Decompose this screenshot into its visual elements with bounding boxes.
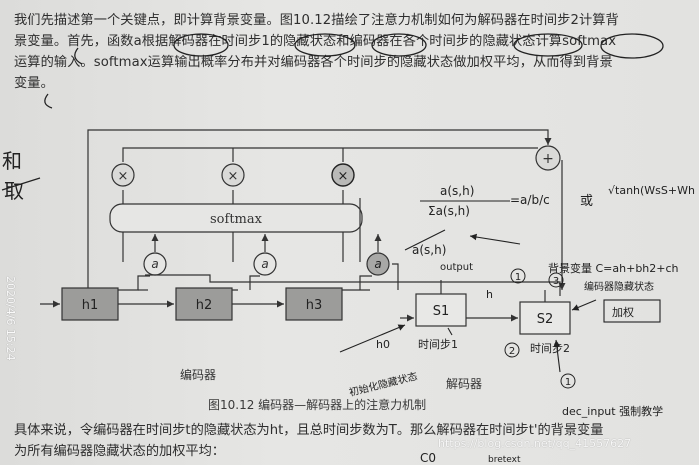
- svg-text:bretext: bretext: [488, 455, 521, 465]
- h3-label: h3: [306, 298, 323, 313]
- h2-label: h2: [196, 298, 213, 313]
- svg-text:×: ×: [338, 169, 349, 184]
- svg-text:取: 取: [4, 179, 24, 203]
- svg-text:背景变量 C=ah+bh2+ch: 背景变量 C=ah+bh2+ch: [548, 261, 679, 275]
- svg-text:2: 2: [509, 346, 515, 357]
- paragraph-line: 变量。: [14, 76, 54, 91]
- svg-text:时间步1: 时间步1: [418, 338, 458, 351]
- svg-text:和: 和: [2, 149, 22, 173]
- encoder-label: 编码器: [180, 367, 216, 382]
- a-label: a: [261, 257, 268, 271]
- svg-text:=a/b/c: =a/b/c: [510, 193, 550, 207]
- svg-text:dec_input 强制教学: dec_input 强制教学: [562, 404, 663, 418]
- paragraph-line: 运算的输入。softmax运算输出概率分布并对编码器各个时间步的隐藏状态做加权平…: [14, 55, 613, 70]
- svg-text:h0: h0: [376, 338, 390, 351]
- paragraph-line: 具体来说，令编码器在时间步t的隐藏状态为ht，且总时间步数为T。那么解码器在时间…: [14, 423, 604, 438]
- svg-text:时间步2: 时间步2: [530, 342, 570, 355]
- encoder-states: [61, 287, 343, 321]
- plus-icon: +: [542, 151, 554, 167]
- svg-text:√tanh(WsS+Wh h): √tanh(WsS+Wh h): [608, 184, 699, 197]
- score-function-nodes: [143, 234, 390, 276]
- decoder-states: [415, 293, 571, 335]
- svg-text:编码器隐藏状态: 编码器隐藏状态: [584, 280, 654, 293]
- svg-text:Σa(s,h): Σa(s,h): [428, 204, 470, 218]
- a-label: a: [374, 257, 381, 271]
- paragraph-line: 为所有编码器隐藏状态的加权平均：: [14, 444, 225, 459]
- svg-text:a(s,h): a(s,h): [440, 184, 474, 198]
- softmax-box: [109, 203, 363, 233]
- svg-text:或: 或: [580, 194, 593, 209]
- svg-text:h: h: [486, 288, 493, 301]
- svg-text:×: ×: [228, 169, 239, 184]
- multiply-nodes: × × ×: [111, 163, 355, 187]
- svg-text:C0: C0: [420, 451, 436, 465]
- a-label: a: [151, 257, 158, 271]
- text-highlight-circles: [44, 33, 664, 109]
- decoder-label: 解码器: [446, 377, 482, 391]
- svg-text:×: ×: [118, 169, 129, 184]
- paragraph-line: 景变量。首先，函数a根据解码器在时间步1的隐藏状态和编码器在各个时间步的隐藏状态…: [14, 34, 617, 49]
- svg-text:3: 3: [553, 276, 559, 287]
- svg-text:1: 1: [515, 272, 521, 283]
- s2-label: S2: [537, 312, 554, 327]
- intro-paragraph: 我们先描述第一个关键点，即计算背景变量。图10.12描绘了注意力机制如何为解码器…: [14, 10, 694, 94]
- plus-node: [535, 145, 561, 171]
- figure-caption: 图10.12 编码器—解码器上的注意力机制: [208, 398, 427, 412]
- s1-label: S1: [433, 304, 450, 319]
- svg-text:output: output: [440, 262, 473, 273]
- softmax-label: softmax: [210, 212, 263, 227]
- h1-label: h1: [82, 298, 99, 313]
- paragraph-line: 我们先描述第一个关键点，即计算背景变量。图10.12描绘了注意力机制如何为解码器…: [14, 13, 619, 28]
- svg-text:加权: 加权: [612, 306, 634, 319]
- explanation-paragraph: 具体来说，令编码器在时间步t的隐藏状态为ht，且总时间步数为T。那么解码器在时间…: [14, 420, 603, 462]
- photo-datestamp: 2020/4/6 15:24: [4, 276, 17, 361]
- svg-text:初始化隐藏状态: 初始化隐藏状态: [348, 369, 419, 399]
- svg-text:1: 1: [565, 377, 571, 388]
- svg-text:a(s,h): a(s,h): [412, 243, 446, 257]
- watermark-url: https://blog.csdn.net/qq_41557627: [438, 437, 632, 450]
